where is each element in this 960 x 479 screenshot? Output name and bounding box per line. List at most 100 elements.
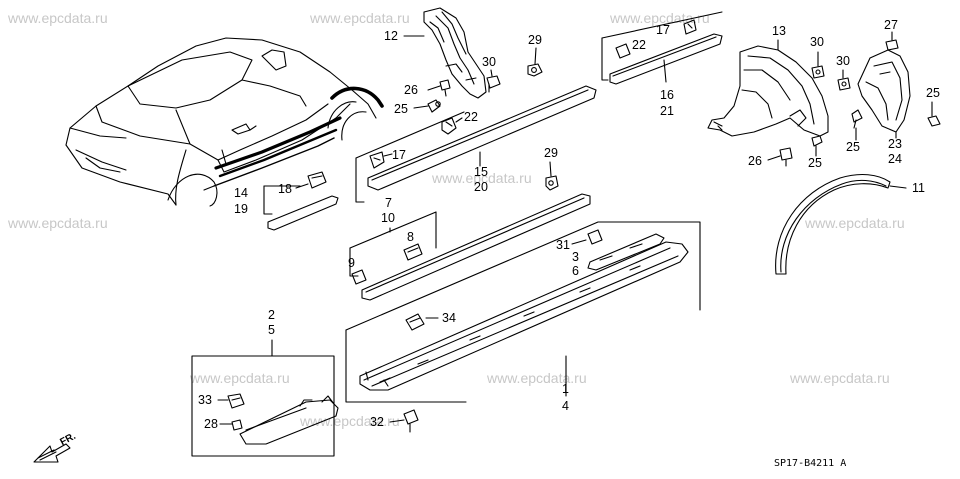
bracket-7 — [350, 212, 436, 248]
callout-31: 31 — [556, 238, 570, 252]
callout-17: 17 — [392, 148, 406, 162]
part-30-clip — [838, 78, 850, 90]
part-22-clip — [442, 118, 456, 134]
bracket-7 — [350, 248, 358, 276]
part-29-clip — [546, 176, 558, 190]
part-18-clip — [308, 172, 326, 188]
callout-20: 20 — [474, 180, 488, 194]
leader-25 — [414, 106, 428, 108]
group-box-2 — [192, 356, 334, 456]
callout-17: 17 — [656, 23, 670, 37]
callout-4: 4 — [562, 399, 569, 413]
watermark: www.epcdata.ru — [487, 370, 587, 386]
part-28-clip — [232, 420, 242, 430]
part-12-front-mudguard — [424, 8, 486, 98]
callout-25: 25 — [926, 86, 940, 100]
watermark: www.epcdata.ru — [8, 215, 108, 231]
part-1-side-sill — [360, 242, 688, 390]
callout-26: 26 — [748, 154, 762, 168]
callout-10: 10 — [381, 211, 395, 225]
watermark: www.epcdata.ru — [190, 370, 290, 386]
part-8-clip — [404, 244, 422, 260]
callout-8: 8 — [407, 230, 414, 244]
part-26-screw — [780, 148, 792, 166]
bracket-16 — [602, 38, 608, 80]
watermark: www.epcdata.ru — [805, 215, 905, 231]
bracket-14 — [264, 186, 272, 214]
callout-28: 28 — [204, 417, 218, 431]
front-direction-arrow — [34, 444, 70, 462]
part-34-clip — [406, 314, 424, 330]
callout-33: 33 — [198, 393, 212, 407]
part-25-clip — [928, 116, 940, 126]
watermark: www.epcdata.ru — [8, 10, 108, 26]
callout-21: 21 — [660, 104, 674, 118]
callout-14: 14 — [234, 186, 248, 200]
car-illustration — [66, 38, 382, 206]
part-25-clip — [852, 110, 862, 128]
part-32-screw — [404, 410, 418, 432]
leader-32 — [390, 420, 404, 422]
callout-2: 2 — [268, 308, 275, 322]
leader-18 — [296, 184, 308, 188]
bracket-1 — [346, 222, 700, 330]
part-17-clip — [370, 152, 384, 168]
bracket-15 — [356, 158, 364, 202]
diagram-code: SP17-B4211 A — [774, 458, 847, 469]
callout-22: 22 — [464, 110, 478, 124]
leader-22 — [456, 118, 462, 122]
watermark: www.epcdata.ru — [610, 10, 710, 26]
leader-26 — [428, 86, 440, 90]
leader-29 — [535, 48, 536, 64]
callout-15: 15 — [474, 165, 488, 179]
callout-30: 30 — [836, 54, 850, 68]
leader-16 — [664, 60, 666, 82]
callout-16: 16 — [660, 88, 674, 102]
leader-17 — [384, 154, 392, 156]
leader-30 — [491, 70, 492, 76]
callout-23: 23 — [888, 137, 902, 151]
callout-7: 7 — [385, 196, 392, 210]
watermark: www.epcdata.ru — [432, 170, 532, 186]
part-14-molding — [268, 196, 338, 230]
part-29-clip — [528, 64, 542, 76]
callout-6: 6 — [572, 264, 579, 278]
part-33-clip — [228, 394, 244, 408]
part-23-splash-guard — [858, 50, 910, 132]
part-26-screw — [440, 80, 450, 96]
callout-13: 13 — [772, 24, 786, 38]
callout-30: 30 — [810, 35, 824, 49]
watermark: www.epcdata.ru — [300, 413, 400, 429]
callout-1: 1 — [562, 382, 569, 396]
watermark: www.epcdata.ru — [790, 370, 890, 386]
callout-27: 27 — [884, 18, 898, 32]
callout-9: 9 — [348, 256, 355, 270]
part-2-sill-end — [240, 396, 338, 444]
part-27-clip — [886, 40, 898, 50]
callout-29: 29 — [544, 146, 558, 160]
bracket-1 — [346, 330, 466, 402]
part-11-arch-molding — [776, 175, 890, 274]
callout-32: 32 — [370, 415, 384, 429]
callout-19: 19 — [234, 202, 248, 216]
part-7-sill-molding — [362, 194, 590, 300]
callout-25: 25 — [394, 102, 408, 116]
callout-25: 25 — [808, 156, 822, 170]
callout-5: 5 — [268, 323, 275, 337]
callout-30: 30 — [482, 55, 496, 69]
bracket-15 — [356, 112, 464, 158]
callout-22: 22 — [632, 38, 646, 52]
part-30-clip — [487, 76, 500, 92]
part-30-clip — [812, 66, 824, 78]
callout-24: 24 — [888, 152, 902, 166]
leader-11 — [890, 186, 906, 188]
part-17-clip — [684, 20, 696, 34]
watermark: www.epcdata.ru — [310, 10, 410, 26]
callout-3: 3 — [572, 250, 579, 264]
callout-29: 29 — [528, 33, 542, 47]
leader-31 — [572, 240, 586, 244]
part-13-rear-mudguard — [708, 46, 828, 136]
part-22-clip — [616, 44, 630, 58]
part-9-clip — [352, 270, 366, 284]
callout-34: 34 — [442, 311, 456, 325]
